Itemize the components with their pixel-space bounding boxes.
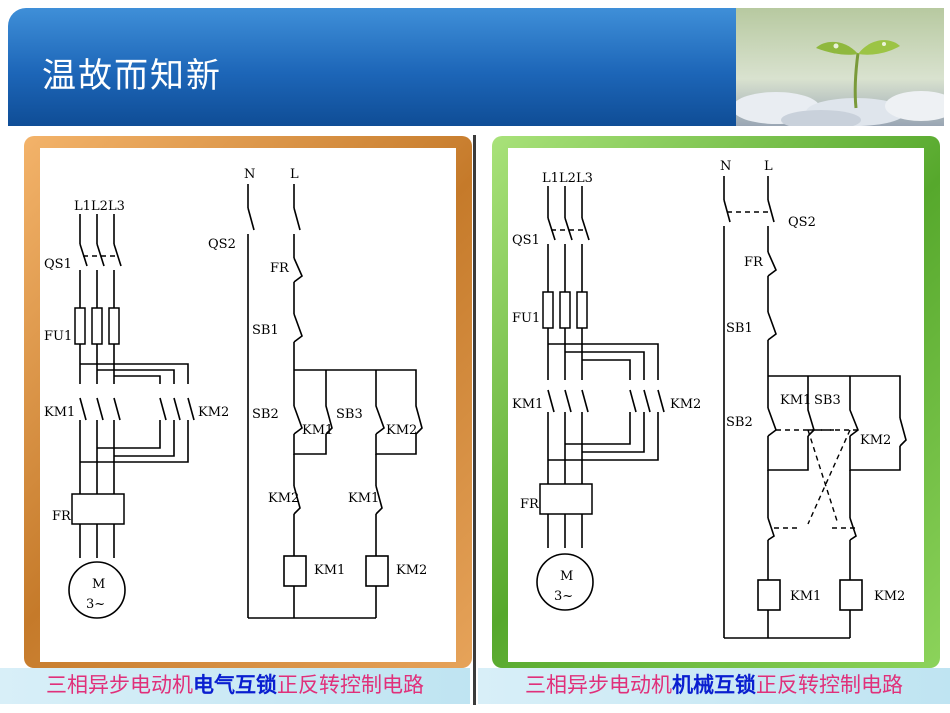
label-km2-interlock: KM2 — [268, 491, 299, 506]
label-fu1: FU1 — [512, 311, 540, 326]
label-sb2: SB2 — [252, 407, 279, 422]
caption-prefix: 三相异步电动机 — [46, 673, 193, 697]
label-l3: L3 — [576, 171, 593, 186]
motor-label-m: M — [560, 569, 573, 584]
caption-highlight: 机械互锁 — [672, 673, 756, 697]
label-km2-coil: KM2 — [874, 589, 905, 604]
slide-header: 温故而知新 — [8, 8, 944, 126]
label-qs1: QS1 — [44, 257, 72, 272]
label-km2-hold: KM2 — [860, 433, 891, 448]
seedling-photo — [736, 8, 944, 126]
caption-suffix: 正反转控制电路 — [756, 673, 903, 697]
mechanical-interlock-diagram-area: L1 L2 L3 QS1 FU1 KM1 — [508, 148, 924, 662]
label-fr-main: FR — [52, 509, 72, 524]
label-sb3: SB3 — [814, 393, 841, 408]
label-km2-coil: KM2 — [396, 563, 427, 578]
label-km2-hold: KM2 — [386, 423, 417, 438]
mechanical-interlock-caption: 三相异步电动机机械互锁正反转控制电路 — [478, 668, 950, 704]
mechanical-interlock-panel: L1 L2 L3 QS1 FU1 KM1 — [492, 136, 940, 668]
label-qs2: QS2 — [788, 215, 816, 230]
label-km1-hold: KM1 — [302, 423, 333, 438]
label-qs2: QS2 — [208, 237, 236, 252]
electrical-interlock-panel: L1 L2 L3 QS1 FU1 KM1 — [24, 136, 472, 668]
label-km1-coil: KM1 — [790, 589, 821, 604]
label-sb1: SB1 — [252, 323, 279, 338]
label-l: L — [764, 159, 773, 174]
label-l1: L1 — [542, 171, 559, 186]
label-fr-main: FR — [520, 497, 540, 512]
label-l: L — [290, 167, 299, 182]
label-l2: L2 — [559, 171, 576, 186]
label-sb3: SB3 — [336, 407, 363, 422]
caption-prefix: 三相异步电动机 — [525, 673, 672, 697]
label-sb2: SB2 — [726, 415, 753, 430]
label-km1-main: KM1 — [44, 405, 75, 420]
electrical-interlock-circuit: L1 L2 L3 QS1 FU1 KM1 — [44, 167, 427, 619]
label-km1-hold: KM1 — [780, 393, 811, 408]
motor-label-phase: 3~ — [554, 589, 573, 604]
panel-divider — [473, 135, 476, 705]
label-qs1: QS1 — [512, 233, 540, 248]
caption-suffix: 正反转控制电路 — [277, 673, 424, 697]
label-l1: L1 — [74, 199, 91, 214]
label-n: N — [720, 159, 731, 174]
label-fr-ctrl: FR — [744, 255, 764, 270]
label-fr-ctrl: FR — [270, 261, 290, 276]
label-n: N — [244, 167, 255, 182]
label-l3: L3 — [108, 199, 125, 214]
label-sb1: SB1 — [726, 321, 753, 336]
label-km1-main: KM1 — [512, 397, 543, 412]
label-km1-coil: KM1 — [314, 563, 345, 578]
label-km1-interlock: KM1 — [348, 491, 379, 506]
label-fu1: FU1 — [44, 329, 72, 344]
mechanical-interlock-circuit: L1 L2 L3 QS1 FU1 KM1 — [512, 159, 907, 639]
motor-label-m: M — [92, 577, 105, 592]
label-l2: L2 — [91, 199, 108, 214]
label-km2-main: KM2 — [670, 397, 701, 412]
caption-highlight: 电气互锁 — [193, 673, 277, 697]
motor-label-phase: 3~ — [86, 597, 105, 612]
electrical-interlock-caption: 三相异步电动机电气互锁正反转控制电路 — [0, 668, 470, 704]
electrical-interlock-diagram-area: L1 L2 L3 QS1 FU1 KM1 — [40, 148, 456, 662]
label-km2-main: KM2 — [198, 405, 229, 420]
slide-title: 温故而知新 — [42, 56, 222, 96]
